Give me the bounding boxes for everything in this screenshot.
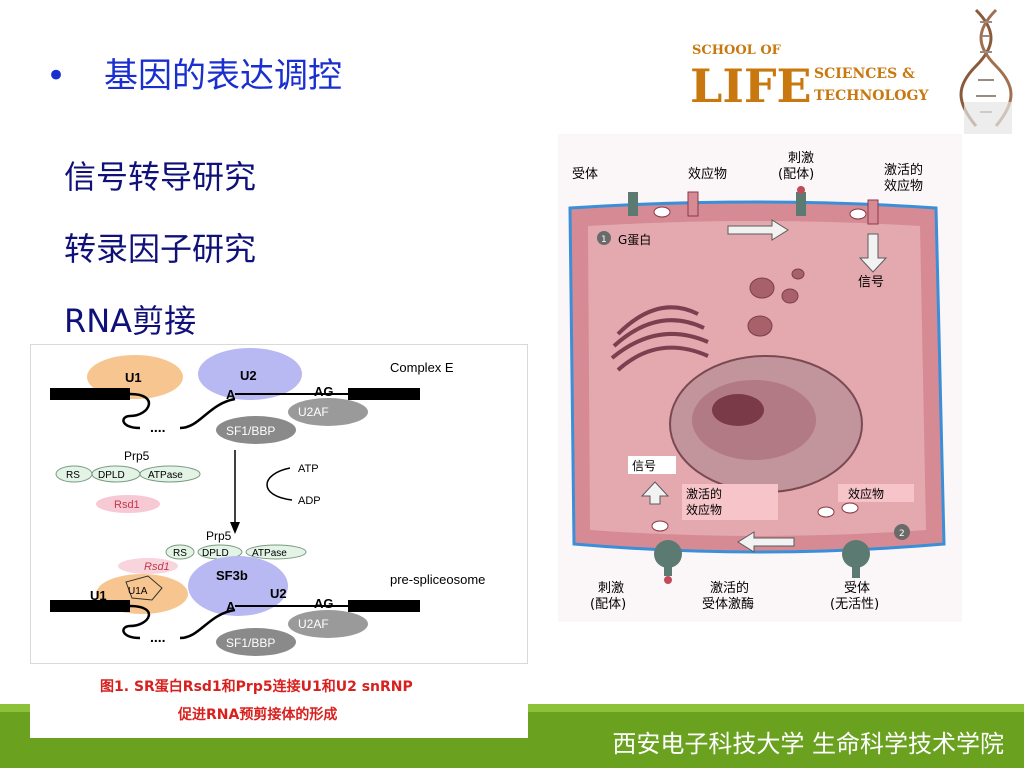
svg-text:U1: U1: [90, 588, 107, 603]
svg-text:2: 2: [899, 529, 905, 539]
bullet: •: [46, 56, 67, 96]
title-text: 基因的表达调控: [104, 56, 342, 96]
svg-text:信号: 信号: [632, 459, 656, 473]
svg-text:DPLD: DPLD: [202, 548, 229, 559]
svg-text:信号: 信号: [858, 275, 884, 290]
svg-text:SF1/BBP: SF1/BBP: [226, 636, 275, 650]
sf1-label: SF1/BBP: [226, 424, 275, 438]
u2-blob: [198, 348, 302, 400]
u2-label: U2: [240, 368, 257, 383]
logo-line1: SCHOOL OF: [692, 43, 782, 58]
svg-text:ATPase: ATPase: [148, 470, 183, 481]
u2-blob-2: [188, 556, 288, 616]
school-logo: SCHOOL OF LIFE SCIENCES & TECHNOLOGY: [688, 40, 944, 113]
svg-text:(配体): (配体): [590, 597, 626, 612]
sf1-blob: [216, 416, 296, 444]
svg-text:受体: 受体: [572, 167, 598, 182]
svg-text:Rsd1: Rsd1: [144, 561, 170, 573]
footer-text: 西安电子科技大学 生命科学技术学院: [612, 730, 1004, 758]
svg-text:(无活性): (无活性): [830, 597, 879, 612]
a-label: A: [226, 387, 236, 402]
svg-text:效应物: 效应物: [688, 166, 727, 182]
rsd1-label: Rsd1: [114, 499, 140, 511]
dna-helix-icon: [956, 6, 1016, 134]
svg-text:A: A: [226, 599, 236, 614]
u2af-label: U2AF: [298, 405, 329, 419]
svg-text:1: 1: [601, 235, 607, 245]
splicing-figure-frame: [30, 344, 528, 664]
svg-text:刺激: 刺激: [788, 151, 814, 166]
svg-text:激活的: 激活的: [710, 580, 749, 596]
svg-text:DPLD: DPLD: [98, 470, 125, 481]
svg-text:刺激: 刺激: [598, 581, 624, 596]
svg-text:效应物: 效应物: [884, 178, 923, 194]
svg-text:效应物: 效应物: [848, 486, 884, 501]
logo-line2: SCIENCES &: [814, 66, 915, 82]
exon-right: [348, 388, 420, 400]
logo-line3: TECHNOLOGY: [814, 88, 929, 104]
svg-text:U2: U2: [270, 586, 287, 601]
svg-text:SF3b: SF3b: [216, 568, 248, 583]
svg-text:效应物: 效应物: [686, 502, 722, 517]
prp5-label-2: Prp5: [206, 529, 232, 543]
svg-text:ATPase: ATPase: [252, 548, 287, 559]
caption-line-2: 促进RNA预剪接体的形成: [178, 707, 338, 723]
item-rna-splicing: RNA剪接: [64, 302, 197, 340]
svg-text:U1A: U1A: [128, 586, 148, 597]
svg-text:U2AF: U2AF: [298, 617, 329, 631]
complex-e-label: Complex E: [390, 360, 454, 375]
cell-signaling-figure: 受体 效应物 刺激 (配体) 激活的 效应物 1 G蛋白 信号 信号 激活的 效…: [558, 134, 962, 622]
u2af-blob: [288, 398, 368, 426]
caption-line-1: 图1. SR蛋白Rsd1和Prp5连接U1和U2 snRNP: [100, 679, 413, 695]
item-transcription-factor: 转录因子研究: [64, 230, 257, 268]
svg-text:激活的: 激活的: [686, 486, 722, 501]
prp5-label-1: Prp5: [124, 449, 150, 463]
ag-label: AG: [314, 384, 334, 399]
svg-text:ATP: ATP: [298, 463, 319, 475]
svg-text:G蛋白: G蛋白: [618, 232, 651, 247]
u1-label: U1: [125, 370, 142, 385]
exon-left: [50, 388, 130, 400]
splicing-diagram: U1 U2 Complex E .... A AG U2AF SF1/BBP P…: [30, 344, 528, 668]
svg-text:(配体): (配体): [778, 167, 814, 182]
svg-text:....: ....: [150, 419, 166, 435]
svg-text:ADP: ADP: [298, 495, 321, 507]
svg-text:受体: 受体: [844, 581, 870, 596]
svg-text:激活的: 激活的: [884, 162, 923, 178]
splicing-figure: [30, 344, 528, 738]
pre-spliceosome-label: pre-spliceosome: [390, 572, 485, 587]
slide-title: • 基因的表达调控: [46, 48, 342, 97]
svg-text:AG: AG: [314, 596, 334, 611]
svg-text:....: ....: [150, 629, 166, 645]
svg-text:受体激酶: 受体激酶: [702, 596, 754, 612]
logo-life: LIFE: [690, 59, 812, 110]
svg-text:RS: RS: [66, 470, 80, 481]
item-signal-transduction: 信号转导研究: [64, 158, 257, 196]
svg-text:RS: RS: [173, 548, 187, 559]
